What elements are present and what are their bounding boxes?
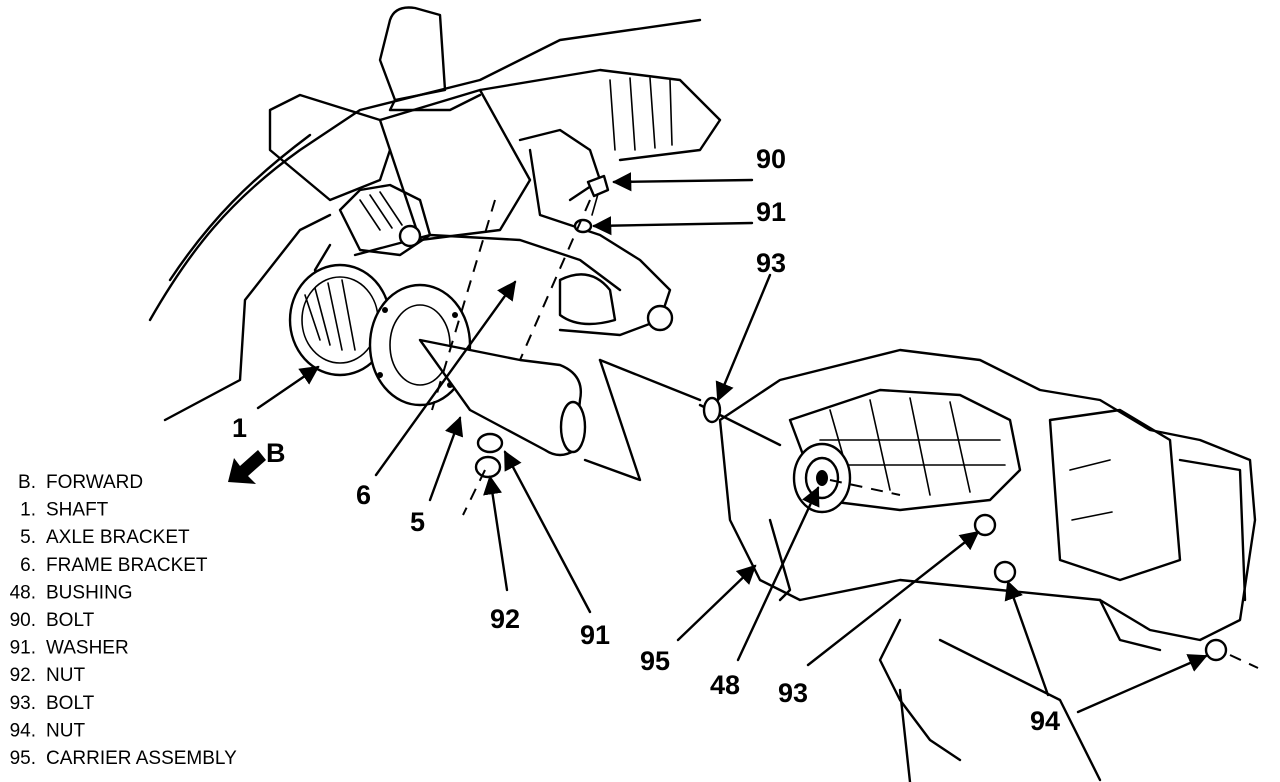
forward-arrow-icon [228,450,266,484]
callout-91-upper: 91 [756,197,786,227]
legend-label: WASHER [46,638,129,659]
legend-label: BUSHING [46,582,133,603]
callout-90: 90 [756,144,786,174]
parts-legend: B. FORWARD 1. SHAFT 5. AXLE BRACKET 6. FRAME BR… [10,472,238,769]
callout-1: 1 [232,413,247,443]
legend-key: 94. [10,720,36,741]
callout-92: 92 [490,604,520,634]
callout-94: 94 [1030,706,1060,736]
legend-label: BOLT [46,610,95,631]
callout-5: 5 [410,507,425,537]
callout-91-lower: 91 [580,620,610,650]
callout-numbers: 90 91 93 1 6 5 92 91 95 48 93 94 [232,144,1060,736]
legend-label: BOLT [46,693,95,714]
legend-key: 1. [20,500,36,521]
callout-48: 48 [710,670,740,700]
legend-label: SHAFT [46,500,109,521]
legend-label: NUT [46,665,85,686]
legend-key: B. [18,472,36,493]
legend-key: 91. [10,638,36,659]
carrier-assembly-drawing [698,348,1257,782]
forward-arrow: B [228,438,286,484]
legend-key: 95. [10,748,36,769]
legend-label: CARRIER ASSEMBLY [46,748,237,769]
legend-key: 6. [20,555,36,576]
legend-label: FRAME BRACKET [46,555,208,576]
legend-key: 92. [10,665,36,686]
callout-93-upper: 93 [756,248,786,278]
forward-arrow-label: B [266,438,286,468]
legend-label: AXLE BRACKET [46,527,190,548]
legend-label: NUT [46,720,85,741]
leader-lines [256,172,1208,714]
alignment-lines [431,199,1259,669]
callout-6: 6 [356,480,371,510]
legend-label: FORWARD [46,472,143,493]
callout-93-lower: 93 [778,678,808,708]
legend-key: 48. [10,582,36,603]
legend-key: 90. [10,610,36,631]
legend-key: 93. [10,693,36,714]
shaft-assembly [288,263,587,457]
callout-95: 95 [640,646,670,676]
legend-key: 5. [20,527,36,548]
